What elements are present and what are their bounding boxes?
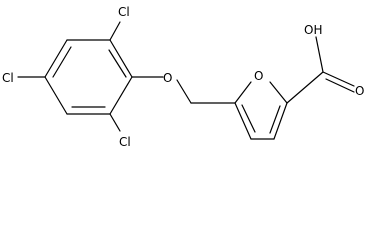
- atom-label-furan-oxygen: O: [254, 69, 263, 83]
- ring-bond-left-upper-inner: [52, 46, 72, 78]
- chemical-structure-diagram: Cl Cl Cl O O OH O: [2, 5, 364, 149]
- furan-ring: [234, 81, 288, 140]
- atom-label-hydroxyl: OH: [304, 23, 322, 37]
- furan-bond-o-c2: [269, 81, 288, 104]
- furan-bond-c2-c3-inner: [269, 105, 281, 134]
- atom-label-cl-left: Cl: [2, 71, 14, 85]
- bond-carboxyl-to-oh: [315, 36, 324, 73]
- atom-label-carbonyl-oxygen: O: [355, 84, 364, 98]
- bond-cl-bottom: [109, 113, 121, 132]
- ring-bond-left-upper: [44, 39, 68, 78]
- bond-ether-o-to-ch2: [176, 79, 192, 104]
- furan-bond-c4-c5-inner: [241, 104, 256, 133]
- furan-bond-c2-c3: [273, 102, 288, 140]
- atom-label-cl-top: Cl: [118, 5, 130, 19]
- bond-carbonyl-inner: [325, 78, 355, 93]
- furan-bond-c4-c5: [234, 102, 252, 140]
- atom-label-cl-bottom: Cl: [119, 135, 131, 149]
- ring-bond-top-inner: [108, 49, 127, 78]
- atom-label-ether-oxygen: O: [163, 71, 172, 85]
- ring-bond-top: [109, 39, 133, 78]
- bond-cl-top: [109, 21, 121, 41]
- furan-bond-c5-o: [234, 81, 252, 104]
- bond-carbonyl-outer: [322, 71, 355, 87]
- ring-bond-left-lower: [44, 76, 68, 115]
- bond-furan-to-carboxyl: [286, 71, 324, 104]
- ring-bond-right: [109, 76, 133, 115]
- benzene-ring: [44, 39, 133, 115]
